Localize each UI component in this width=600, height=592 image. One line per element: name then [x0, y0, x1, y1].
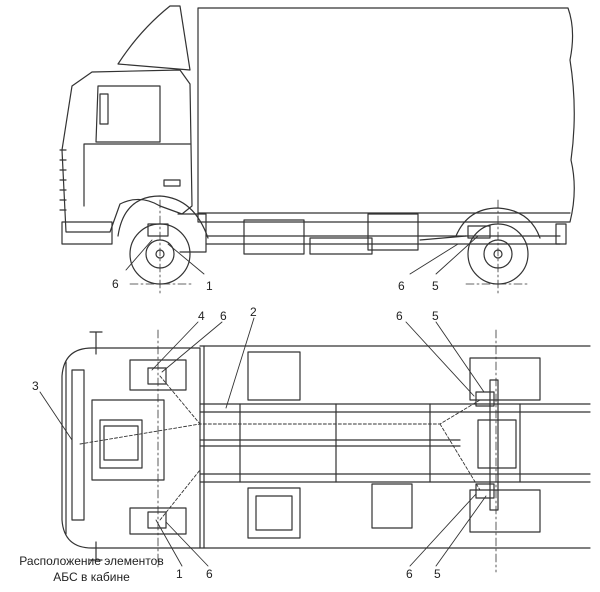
dashboard [71, 369, 85, 521]
cargo-outline-top [199, 345, 591, 549]
abs-modulator-rear-lower [475, 483, 495, 499]
front-fender [117, 195, 209, 239]
callout-labels: 6 1 6 5 4 6 2 3 6 5 1 6 6 5 [32, 277, 441, 581]
seat-cushion [103, 425, 139, 461]
callout-side-right-5: 5 [432, 279, 439, 293]
abs-modulator-front-side [147, 223, 169, 237]
abs-modulator-front-right [147, 511, 167, 529]
frame-rail-lower [199, 473, 591, 483]
cab-window [95, 85, 161, 143]
abs-modulator-front-left [147, 367, 167, 385]
rear-brake-line [419, 235, 467, 241]
leader-side-6-right [409, 243, 459, 275]
rear-axle-centerline [465, 199, 531, 297]
battery-box-side [309, 237, 373, 255]
rear-wheel-lower-top [469, 489, 541, 533]
cab-door [83, 143, 191, 207]
cab [61, 69, 193, 233]
leader-top-6c [165, 521, 209, 567]
battery-inner-top [255, 495, 293, 531]
callout-side-left-1: 1 [206, 279, 213, 293]
leader-top-5b [435, 495, 487, 567]
front-axle-centerline [129, 199, 193, 297]
front-wheel-left-top [129, 359, 187, 391]
callout-top-6b: 6 [396, 309, 403, 323]
callout-side-right-6: 6 [398, 279, 405, 293]
callout-top-5a: 5 [432, 309, 439, 323]
leader-side-5 [435, 235, 479, 275]
cab-mirror [99, 93, 109, 125]
callout-top-1: 1 [176, 567, 183, 581]
callout-top-5b: 5 [434, 567, 441, 581]
leader-top-6a [161, 321, 223, 373]
callout-top-6d: 6 [406, 567, 413, 581]
battery-box-top [247, 487, 301, 539]
mirror-right-top [89, 541, 103, 561]
callout-top-4: 4 [198, 309, 205, 323]
leader-top-6d [409, 493, 477, 567]
truck-top-view [39, 317, 591, 573]
leader-top-4 [151, 321, 199, 371]
callout-top-2: 2 [250, 305, 257, 319]
leader-side-6-left [125, 239, 153, 271]
drive-shaft [199, 439, 461, 447]
cab-top [61, 347, 201, 549]
frame-rail-upper [199, 403, 591, 413]
callout-top-3: 3 [32, 379, 39, 393]
caption-line-2: АБС в кабине [53, 570, 130, 584]
differential [477, 419, 517, 469]
callout-top-6a: 6 [220, 309, 227, 323]
leader-side-1 [167, 243, 205, 275]
callout-top-6c: 6 [206, 567, 213, 581]
leader-top-5a [435, 321, 485, 393]
chassis-frame [205, 235, 561, 245]
truck-side-view [59, 5, 575, 297]
cab-grille [59, 149, 67, 211]
leader-top-1 [155, 519, 183, 567]
cab-handle [163, 179, 181, 187]
leader-top-6b [405, 321, 475, 397]
abs-cab-caption: Расположение элементов АБС в кабине [4, 553, 179, 585]
front-wheel-right-top [129, 507, 187, 535]
abs-wiring [79, 375, 481, 521]
fuel-tank-side [243, 219, 305, 255]
mirror-left-top [89, 331, 103, 355]
caption-line-1: Расположение элементов [19, 554, 164, 568]
callout-side-left-6: 6 [112, 277, 119, 291]
rear-wheel-upper-top [469, 357, 541, 401]
cargo-body [197, 7, 575, 223]
front-bumper [61, 221, 113, 245]
abs-modulator-rear-upper [475, 391, 495, 407]
leader-top-3 [39, 391, 73, 441]
air-tank-side [367, 213, 419, 251]
fuel-tank-top [247, 351, 301, 401]
engine-tunnel [91, 399, 165, 481]
leader-top-2 [225, 317, 255, 409]
cross-members [239, 403, 521, 483]
rear-axle-housing [489, 379, 499, 511]
driver-seat [99, 419, 143, 469]
roof-spoiler [117, 5, 191, 71]
air-tank-top [371, 483, 413, 529]
abs-modulator-rear-side [467, 225, 491, 239]
rear-light [555, 223, 567, 245]
